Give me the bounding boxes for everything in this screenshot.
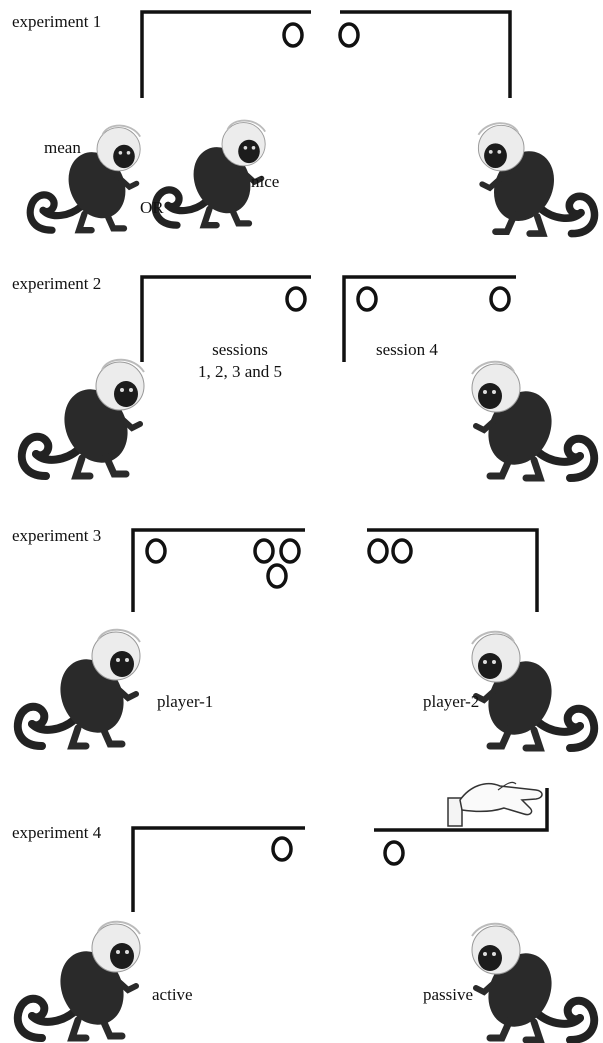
food-token-icon (383, 840, 405, 866)
exp2-left-apparatus (140, 275, 311, 362)
marmoset-icon (478, 123, 594, 233)
exp3-right-apparatus (367, 528, 539, 612)
marmoset-icon (472, 924, 594, 1040)
marmoset-icon (155, 121, 265, 226)
food-token-icon (391, 538, 413, 564)
experiment-2-label: experiment 2 (12, 274, 102, 293)
marmoset-icon (472, 632, 594, 748)
exp4-left-apparatus (131, 826, 305, 912)
player-1-label: player-1 (157, 692, 214, 711)
exp1-left-apparatus (140, 10, 311, 98)
sessions-list-label: 1, 2, 3 and 5 (197, 362, 283, 381)
mean-label: mean (44, 138, 81, 157)
food-token-icon (282, 22, 304, 48)
exp3-left-apparatus (131, 528, 305, 612)
marmoset-icon (472, 362, 594, 478)
food-token-icon (271, 836, 293, 862)
nice-label: nice (251, 172, 280, 191)
player-2-label: player-2 (423, 692, 480, 711)
food-token-icon (266, 563, 288, 589)
hand-icon (447, 781, 543, 827)
marmoset-icon (22, 360, 144, 476)
exp2-right-apparatus (342, 275, 516, 362)
experiment-1-label: experiment 1 (12, 12, 102, 31)
food-token-icon (489, 286, 511, 312)
session-4-label: session 4 (376, 340, 438, 359)
or-label: OR (140, 198, 164, 217)
food-token-icon (253, 538, 275, 564)
food-token-icon (279, 538, 301, 564)
food-token-icon (338, 22, 360, 48)
active-label: active (152, 985, 193, 1004)
food-token-icon (145, 538, 167, 564)
marmoset-icon (18, 922, 140, 1038)
food-token-icon (356, 286, 378, 312)
exp1-right-apparatus (340, 10, 512, 98)
food-token-icon (367, 538, 389, 564)
exp4-right-apparatus (374, 788, 549, 832)
passive-label: passive (423, 985, 474, 1004)
experiment-4-label: experiment 4 (12, 823, 102, 842)
sessions-label: sessions (212, 340, 268, 359)
food-token-icon (285, 286, 307, 312)
experiment-3-label: experiment 3 (12, 526, 102, 545)
marmoset-icon (18, 630, 140, 746)
